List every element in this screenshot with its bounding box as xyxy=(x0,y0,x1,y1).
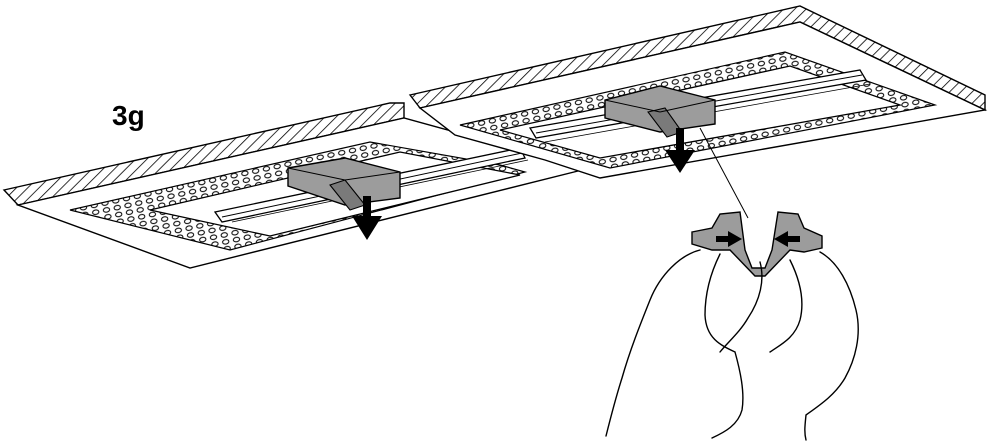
squeeze-arrow-icon xyxy=(716,231,742,247)
step-label: 3g xyxy=(112,100,145,131)
held-clip xyxy=(691,211,823,277)
hand-outline xyxy=(605,249,859,441)
left-tray-frame-edge xyxy=(2,102,405,206)
right-clip xyxy=(604,85,716,138)
detail-leader-line xyxy=(699,127,749,219)
hand-squeeze-detail xyxy=(605,211,859,441)
down-arrow-icon xyxy=(352,196,382,240)
squeeze-arrow-icon xyxy=(774,231,800,247)
down-arrow-icon xyxy=(665,128,695,173)
